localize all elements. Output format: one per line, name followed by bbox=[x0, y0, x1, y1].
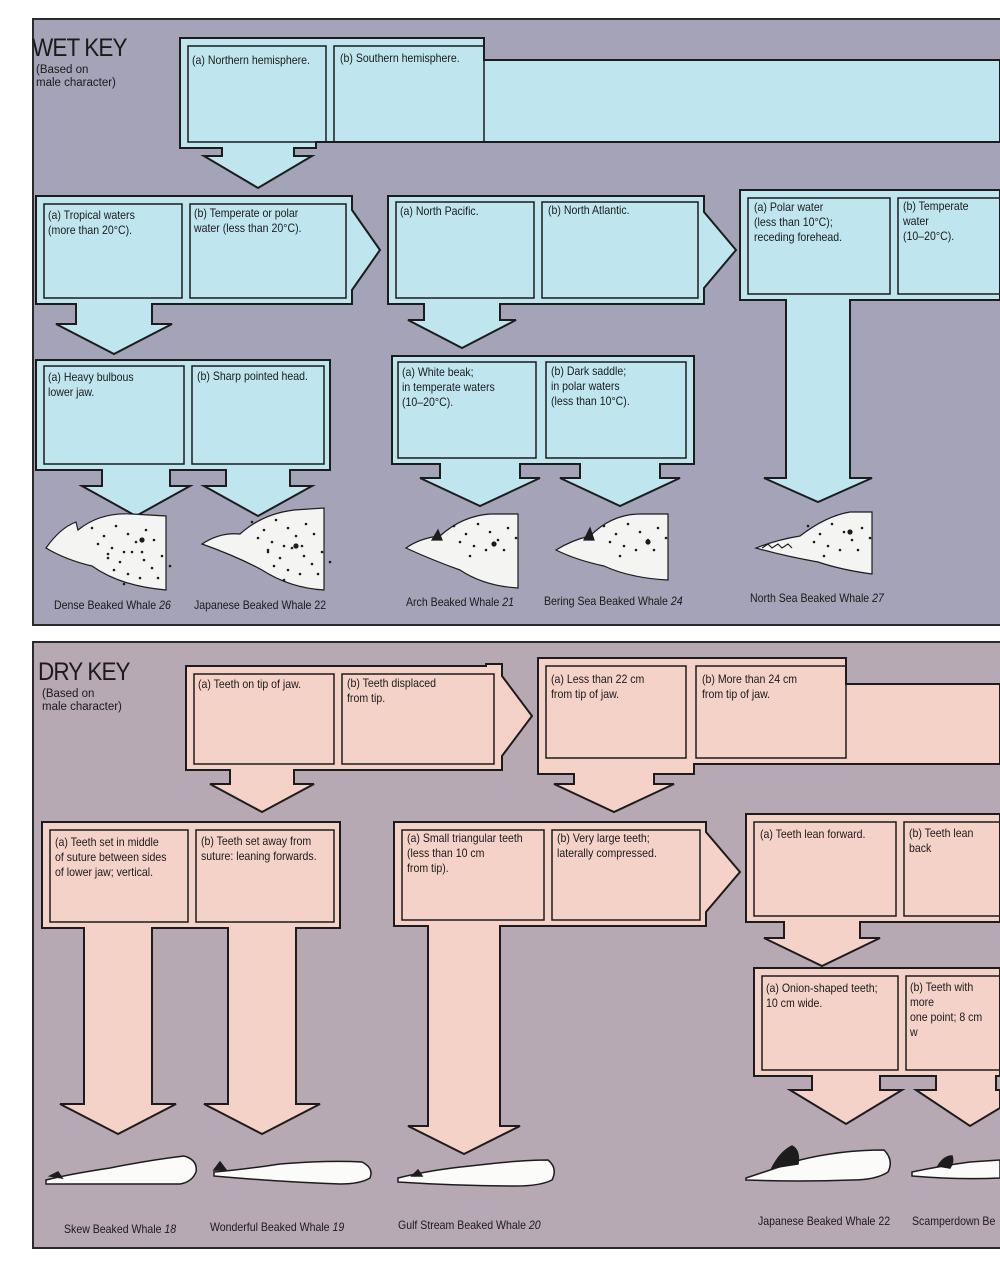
wet-flow-beak bbox=[391, 355, 695, 508]
dry-box-lean-back: (b) Teeth lean back bbox=[909, 826, 974, 855]
wet-box-temperate-polar: (b) Temperate or polar water (less than … bbox=[194, 206, 302, 235]
wet-box-north-pacific: (a) North Pacific. bbox=[400, 204, 479, 218]
japanese-beaked-whale-head bbox=[200, 507, 332, 591]
wet-key-title: WET KEY bbox=[32, 34, 127, 62]
caption-bering-sea-beaked-whale: Bering Sea Beaked Whale 24 bbox=[544, 594, 683, 608]
north-sea-beaked-whale-head bbox=[754, 511, 873, 575]
wonderful-beaked-whale-jaw bbox=[212, 1160, 372, 1185]
wet-box-dark-saddle: (b) Dark saddle; in polar waters (less t… bbox=[551, 364, 630, 408]
dry-box-onion: (a) Onion-shaped teeth; 10 cm wide. bbox=[766, 981, 878, 1010]
scamperdown-beaked-whale-jaw bbox=[911, 1155, 1000, 1180]
skew-beaked-whale-jaw bbox=[45, 1155, 197, 1185]
dry-flow bbox=[41, 657, 1000, 1156]
wet-flow bbox=[35, 37, 1000, 518]
dry-box-teeth-away: (b) Teeth set away from suture: leaning … bbox=[201, 834, 317, 863]
wet-box-northern: (a) Northern hemisphere. bbox=[192, 53, 310, 67]
wet-flow-hemisphere bbox=[179, 37, 1000, 190]
dry-box-less-22: (a) Less than 22 cm from tip of jaw. bbox=[551, 672, 645, 701]
wet-flow-jaw bbox=[35, 359, 331, 518]
caption-skew-beaked-whale: Skew Beaked Whale 18 bbox=[64, 1222, 177, 1236]
caption-arch-beaked-whale: Arch Beaked Whale 21 bbox=[406, 595, 515, 609]
dry-key-subtitle: (Based on male character) bbox=[42, 688, 122, 713]
dry-flow-teeth-shape bbox=[753, 967, 1000, 1128]
wet-inner-dividers bbox=[43, 45, 1000, 465]
dense-beaked-whale-head bbox=[45, 513, 172, 591]
dry-flow-teeth-lean bbox=[745, 813, 1000, 968]
dry-inner-dividers bbox=[49, 665, 1000, 1071]
wet-box-white-beak: (a) White beak; in temperate waters (10–… bbox=[402, 365, 495, 409]
wet-box-tropical: (a) Tropical waters (more than 20°C). bbox=[48, 208, 135, 237]
dry-flow-suture bbox=[41, 821, 341, 1136]
wet-box-heavy-bulbous: (a) Heavy bulbous lower jaw. bbox=[48, 370, 134, 399]
wet-key-subtitle: (Based on male character) bbox=[36, 64, 116, 89]
caption-dense-beaked-whale: Dense Beaked Whale 26 bbox=[54, 598, 171, 612]
arch-beaked-whale-head bbox=[404, 513, 519, 589]
dry-box-very-large: (b) Very large teeth; laterally compress… bbox=[557, 831, 657, 860]
dry-box-more-24: (b) More than 24 cm from tip of jaw. bbox=[702, 672, 798, 701]
caption-north-sea-beaked-whale: North Sea Beaked Whale 27 bbox=[750, 591, 884, 605]
dry-box-teeth-displaced: (b) Teeth displaced from tip. bbox=[347, 676, 437, 705]
dry-flow-distance bbox=[537, 657, 1000, 814]
wet-box-temperate-water: (b) Temperate water (10–20°C). bbox=[903, 199, 969, 243]
dry-jaw-bones bbox=[45, 1145, 1000, 1187]
caption-wonderful-beaked-whale: Wonderful Beaked Whale 19 bbox=[210, 1220, 345, 1234]
dry-box-small-triangular: (a) Small triangular teeth (less than 10… bbox=[407, 831, 523, 875]
wet-box-southern: (b) Southern hemisphere. bbox=[340, 51, 460, 65]
wet-box-north-atlantic: (b) North Atlantic. bbox=[548, 203, 630, 217]
wet-flow-temperature bbox=[35, 195, 382, 356]
wet-whale-heads bbox=[45, 507, 873, 591]
caption-japanese-beaked-whale-wet: Japanese Beaked Whale 22 bbox=[194, 598, 327, 612]
caption-gulf-stream-beaked-whale: Gulf Stream Beaked Whale 20 bbox=[398, 1218, 541, 1232]
dry-box-teeth-middle: (a) Teeth set in middle of suture betwee… bbox=[55, 835, 167, 879]
wet-flow-water-type bbox=[739, 189, 1000, 504]
dry-key-title: DRY KEY bbox=[38, 658, 131, 686]
caption-japanese-beaked-whale-dry: Japanese Beaked Whale 22 bbox=[758, 1214, 891, 1228]
bering-sea-beaked-whale-head bbox=[554, 513, 669, 581]
caption-scamperdown-beaked-whale: Scamperdown Be bbox=[912, 1214, 996, 1228]
dry-flow-teeth-position bbox=[185, 663, 534, 814]
dry-flow-teeth-size bbox=[393, 821, 742, 1156]
dry-box-lean-forward: (a) Teeth lean forward. bbox=[760, 827, 866, 841]
dry-box-teeth-tip: (a) Teeth on tip of jaw. bbox=[198, 677, 302, 691]
wet-box-sharp-pointed: (b) Sharp pointed head. bbox=[197, 369, 308, 383]
gulf-stream-beaked-whale-jaw bbox=[397, 1159, 555, 1187]
japanese-beaked-whale-jaw bbox=[745, 1145, 891, 1182]
wet-flow-ocean bbox=[387, 195, 738, 350]
dry-box-teeth-more: (b) Teeth with more one point; 8 cm w bbox=[910, 980, 983, 1039]
wet-box-polar-water: (a) Polar water (less than 10°C); recedi… bbox=[754, 200, 843, 244]
